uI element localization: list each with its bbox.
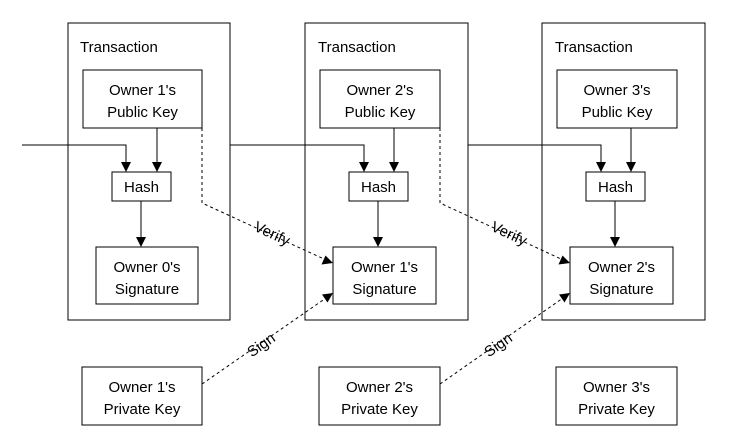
verify-label-2: Verify [488,218,530,249]
transaction-2-signature-line1: Owner 1's [351,259,418,276]
transaction-2-title: Transaction [318,39,396,56]
private-key-box-2 [318,366,441,426]
sign-link-2 [439,297,564,385]
hash-to-signature-arrowhead-2 [373,237,383,247]
private-key-3-line1: Owner 3's [583,379,650,396]
transaction-3-title: Transaction [555,39,633,56]
chain-arrow-3 [468,144,602,164]
transaction-1-public-key-line1: Owner 1's [109,82,176,99]
verify-label-1: Verify [251,218,293,249]
transaction-2-hash-label: Hash [361,179,396,196]
transaction-1-signature-line2: Signature [115,281,179,298]
transaction-1-hash-label: Hash [124,179,159,196]
pubkey-to-hash-arrowhead-2 [389,162,399,172]
transaction-3: Transaction Owner 3's Public Key Hash Ow… [541,22,706,321]
hash-input-arrows [22,128,636,247]
transaction-1-signature-box [95,246,199,305]
transaction-1-signature-line1: Owner 0's [113,259,180,276]
private-keys: Owner 1's Private Key Owner 2's Private … [81,366,678,426]
verify-link-1 [201,128,325,260]
verify-arrowhead-2 [558,255,570,265]
transaction-3-signature-box [569,246,674,305]
chain-arrow-2 [230,144,365,164]
hash-to-signature-arrowhead-3 [610,237,620,247]
private-key-1-line2: Private Key [104,401,181,418]
chain-in-arrow-1 [22,144,127,164]
private-key-1-line1: Owner 1's [108,379,175,396]
hash-to-signature-arrowhead-1 [136,237,146,247]
transaction-3-public-key-line1: Owner 3's [583,82,650,99]
transaction-2-public-key-line1: Owner 2's [346,82,413,99]
chain-arrowhead-2 [359,162,369,172]
sign-arrowhead-2 [559,293,570,303]
pubkey-to-hash-arrowhead-3 [626,162,636,172]
private-key-box-3 [555,366,678,426]
transaction-1-public-key-line2: Public Key [107,104,178,121]
transaction-3-public-key-line2: Public Key [582,104,653,121]
transaction-3-public-key-box [556,69,678,129]
transaction-2-signature-line2: Signature [352,281,416,298]
transaction-2-signature-box [332,246,437,305]
pubkey-to-hash-arrowhead-1 [152,162,162,172]
chain-arrowhead-3 [596,162,606,172]
private-key-2-line1: Owner 2's [346,379,413,396]
transaction-1-public-key-box [82,69,203,129]
private-key-box-1 [81,366,203,426]
transaction-3-hash-box [585,171,646,202]
transaction-2-public-key-box [319,69,441,129]
sign-arrowhead-1 [322,293,333,303]
transaction-2-public-key-line2: Public Key [345,104,416,121]
transaction-1: Transaction Owner 1's Public Key Hash Ow… [67,22,231,321]
transaction-3-signature-line2: Signature [589,281,653,298]
private-key-3-line2: Private Key [578,401,655,418]
private-key-2-line2: Private Key [341,401,418,418]
transaction-3-hash-label: Hash [598,179,633,196]
transaction-1-title: Transaction [80,39,158,56]
verify-arrowhead-1 [321,255,333,265]
sign-link-1 [201,297,327,385]
chain-in-arrowhead-1 [121,162,131,172]
transaction-3-signature-line1: Owner 2's [588,259,655,276]
verify-link-2 [439,128,562,260]
transaction-2: Transaction Owner 2's Public Key Hash Ow… [304,22,469,321]
